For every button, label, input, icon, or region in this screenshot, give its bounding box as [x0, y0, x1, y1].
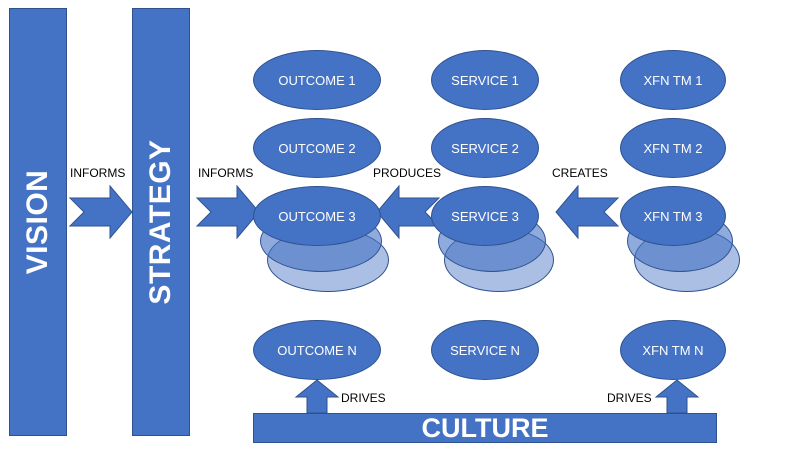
informs-arrow-1: [68, 184, 133, 240]
outcome-1: OUTCOME 1: [253, 50, 381, 110]
strategy-bar: STRATEGY: [132, 8, 190, 436]
drives-arrow-right: [654, 379, 700, 414]
team-3: XFN TM 3: [620, 186, 726, 246]
produces-label: PRODUCES: [373, 166, 442, 180]
team-1: XFN TM 1: [620, 50, 726, 110]
team-n: XFN TM N: [620, 320, 726, 380]
creates-label: CREATES: [552, 166, 608, 180]
produces-arrow: [376, 184, 441, 240]
service-1: SERVICE 1: [431, 50, 539, 110]
informs-arrow-2: [195, 184, 260, 240]
vision-label: VISION: [21, 169, 54, 275]
outcome-2: OUTCOME 2: [253, 118, 381, 178]
service-3: SERVICE 3: [431, 186, 539, 246]
service-2: SERVICE 2: [431, 118, 539, 178]
outcome-n: OUTCOME N: [253, 320, 381, 380]
drives-arrow-left: [294, 379, 340, 414]
outcome-3: OUTCOME 3: [253, 186, 381, 246]
culture-bar: CULTURE: [253, 413, 717, 443]
team-2: XFN TM 2: [620, 118, 726, 178]
creates-arrow: [555, 184, 620, 240]
service-n: SERVICE N: [431, 320, 539, 380]
drives-label-left: DRIVES: [341, 391, 386, 405]
informs-label-2: INFORMS: [198, 166, 254, 180]
vision-bar: VISION: [9, 8, 67, 436]
drives-label-right: DRIVES: [607, 391, 652, 405]
informs-label-1: INFORMS: [70, 166, 126, 180]
strategy-label: STRATEGY: [144, 139, 177, 305]
